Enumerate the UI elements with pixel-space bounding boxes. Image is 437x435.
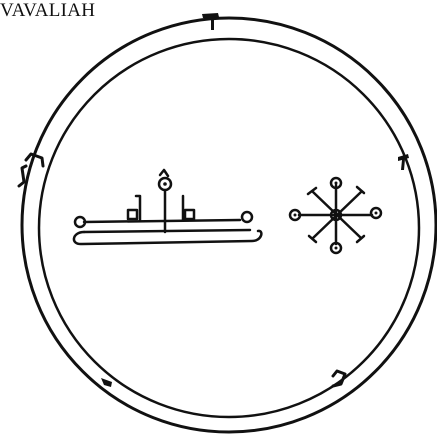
sigil-star-figure xyxy=(290,178,381,253)
hebrew-letter-left xyxy=(19,154,43,186)
inner-ring xyxy=(39,39,419,417)
sigil-bar-figure xyxy=(74,170,261,244)
hebrew-letter-lower-left xyxy=(101,378,112,387)
hebrew-letter-top xyxy=(202,13,219,30)
